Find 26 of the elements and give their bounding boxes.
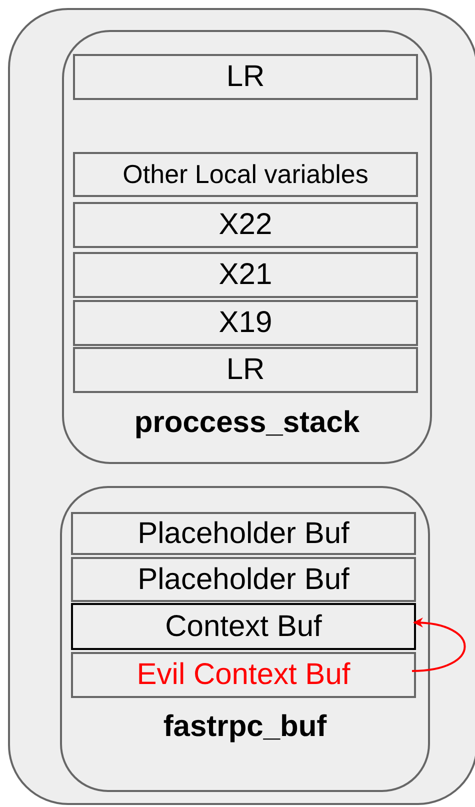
stack-slot [73,152,418,197]
stack-slot [73,202,418,248]
memory-region [60,486,430,792]
slot-label: Other Local variables [122,159,368,190]
slot-label: Context Buf [165,610,322,644]
stack-slot [71,512,416,555]
region-title: fastrpc_buf [162,710,328,744]
slot-label: Placeholder Buf [138,562,350,596]
slot-label: X22 [218,208,272,242]
stack-slot [71,557,416,602]
stack-slot [71,652,416,698]
stack-slot [73,300,418,346]
region-title: proccess_stack [133,406,361,440]
slot-label: LR [226,353,265,387]
slot-label: LR [226,60,265,94]
slot-label: X19 [218,306,272,340]
stack-slot [73,252,418,298]
slot-label: Evil Context Buf [136,658,350,692]
stack-slot [73,347,418,393]
outer-frame [8,8,475,805]
stack-slot [73,54,418,100]
memory-region [62,30,432,464]
curved-arrow [412,618,466,672]
stack-slot [71,603,416,650]
slot-label: Placeholder Buf [138,516,350,550]
slot-label: X21 [218,258,272,292]
